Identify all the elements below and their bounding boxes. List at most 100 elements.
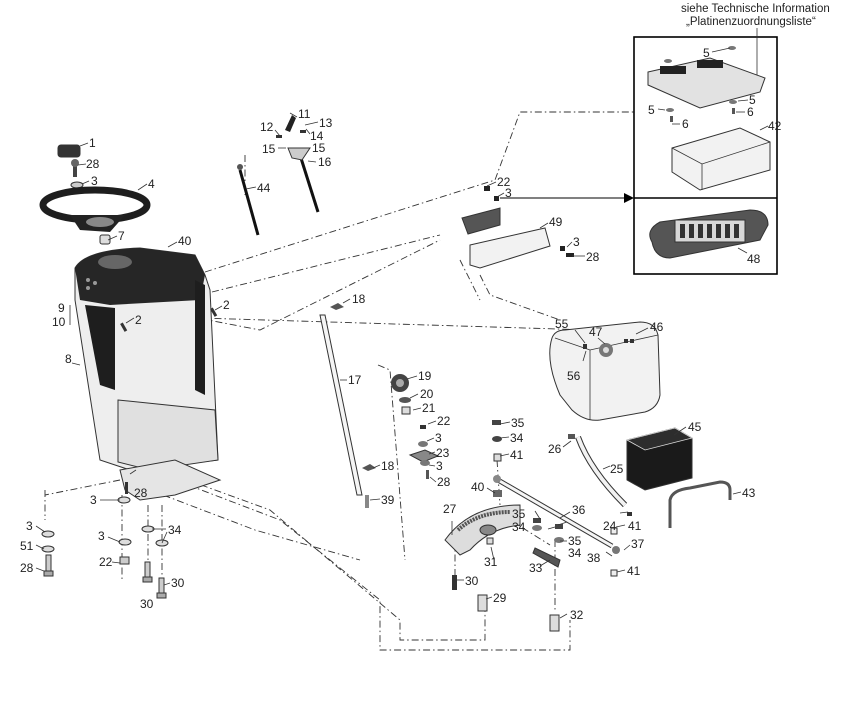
part-label-25: 25 <box>610 462 624 476</box>
part-label-10: 10 <box>52 315 66 329</box>
fastener-stack-left <box>41 482 169 599</box>
part-label-3: 3 <box>26 519 33 533</box>
part-label-8: 8 <box>65 352 72 366</box>
part-label-3: 3 <box>436 459 443 473</box>
part-label-14: 14 <box>310 129 324 143</box>
part-label-6: 6 <box>682 117 689 131</box>
part-label-37: 37 <box>631 537 645 551</box>
part-label-31: 31 <box>484 555 498 569</box>
part-label-9: 9 <box>58 301 65 315</box>
tie-rod-drawing <box>493 475 620 554</box>
steering-sector-drawing <box>444 504 521 556</box>
steering-column-housing-drawing <box>74 247 222 501</box>
part-label-39: 39 <box>381 493 395 507</box>
part-label-44: 44 <box>257 181 271 195</box>
part-label-33: 33 <box>529 561 543 575</box>
part-label-41: 41 <box>627 564 641 578</box>
part-label-40: 40 <box>471 480 485 494</box>
throttle-cable-drawing <box>276 115 320 213</box>
fuel-hose-drawing <box>568 434 628 508</box>
part-label-49: 49 <box>549 215 563 229</box>
battery-holder-drawing <box>668 480 732 528</box>
part-label-20: 20 <box>420 387 434 401</box>
part-label-22: 22 <box>99 555 113 569</box>
technical-info-note: siehe Technische Information „Platinenzu… <box>681 3 830 29</box>
part-label-6: 6 <box>747 105 754 119</box>
part-label-22: 22 <box>497 175 511 189</box>
part-label-34: 34 <box>168 523 182 537</box>
part-label-17: 17 <box>348 373 362 387</box>
part-label-41: 41 <box>628 519 642 533</box>
part-label-46: 46 <box>650 320 664 334</box>
part-label-36: 36 <box>572 503 586 517</box>
part-label-29: 29 <box>493 591 507 605</box>
part-label-48: 48 <box>747 252 761 266</box>
part-label-23: 23 <box>436 446 450 460</box>
part-label-4: 4 <box>148 177 155 191</box>
part-labels: 1 28 3 4 7 40 9 10 8 2 2 3 28 3 51 28 3 … <box>20 46 782 622</box>
part-label-5: 5 <box>648 103 655 117</box>
part-label-35: 35 <box>511 416 525 430</box>
part-label-2: 2 <box>135 313 142 327</box>
fasteners-center <box>452 420 632 632</box>
choke-cable-drawing <box>237 164 260 236</box>
part-label-27: 27 <box>443 502 457 516</box>
part-label-5: 5 <box>749 93 756 107</box>
part-label-43: 43 <box>742 486 756 500</box>
part-label-3: 3 <box>573 235 580 249</box>
part-label-18: 18 <box>381 459 395 473</box>
part-label-35: 35 <box>512 507 526 521</box>
part-label-1: 1 <box>89 136 96 150</box>
part-label-3: 3 <box>91 174 98 188</box>
part-label-15: 15 <box>312 141 326 155</box>
part-label-3: 3 <box>505 186 512 200</box>
part-label-3: 3 <box>435 431 442 445</box>
screw-drawing <box>120 307 218 332</box>
part-label-30: 30 <box>171 576 185 590</box>
part-label-15: 15 <box>262 142 276 156</box>
part-label-40: 40 <box>178 234 192 248</box>
part-label-34: 34 <box>568 546 582 560</box>
note-line-2: „Platinenzuordnungsliste“ <box>686 16 816 28</box>
part-label-21: 21 <box>422 401 436 415</box>
detail-box <box>500 28 778 275</box>
part-label-45: 45 <box>688 420 702 434</box>
part-label-3: 3 <box>90 493 97 507</box>
part-label-2: 2 <box>223 298 230 312</box>
part-label-30: 30 <box>140 597 154 611</box>
steering-wheel-drawing <box>39 186 151 232</box>
part-label-51: 51 <box>20 539 34 553</box>
fuel-tank-drawing <box>549 321 661 421</box>
screw-drawing <box>71 159 79 177</box>
part-label-13: 13 <box>319 116 333 130</box>
part-label-18: 18 <box>352 292 366 306</box>
part-label-16: 16 <box>318 155 332 169</box>
part-label-28: 28 <box>86 157 100 171</box>
part-label-47: 47 <box>589 325 603 339</box>
part-label-30: 30 <box>465 574 479 588</box>
part-label-5: 5 <box>703 46 710 60</box>
part-label-11: 11 <box>298 107 311 121</box>
part-label-56: 56 <box>567 369 581 383</box>
part-label-22: 22 <box>437 414 451 428</box>
fuse-box-bracket-drawing <box>461 186 574 269</box>
part-label-38: 38 <box>587 551 601 565</box>
battery-drawing <box>625 427 694 491</box>
part-label-34: 34 <box>512 520 526 534</box>
part-label-12: 12 <box>260 120 274 134</box>
part-label-55: 55 <box>555 317 569 331</box>
part-label-7: 7 <box>118 229 125 243</box>
part-label-28: 28 <box>20 561 34 575</box>
note-line-1: siehe Technische Information <box>681 3 830 15</box>
part-label-28: 28 <box>586 250 600 264</box>
part-label-28: 28 <box>437 475 451 489</box>
part-label-24: 24 <box>603 519 617 533</box>
leader-lines <box>35 47 769 619</box>
part-label-35: 35 <box>568 534 582 548</box>
part-label-34: 34 <box>510 431 524 445</box>
part-label-32: 32 <box>570 608 584 622</box>
part-label-42: 42 <box>768 119 782 133</box>
part-label-41: 41 <box>510 448 524 462</box>
steering-shaft-drawing <box>319 303 376 508</box>
